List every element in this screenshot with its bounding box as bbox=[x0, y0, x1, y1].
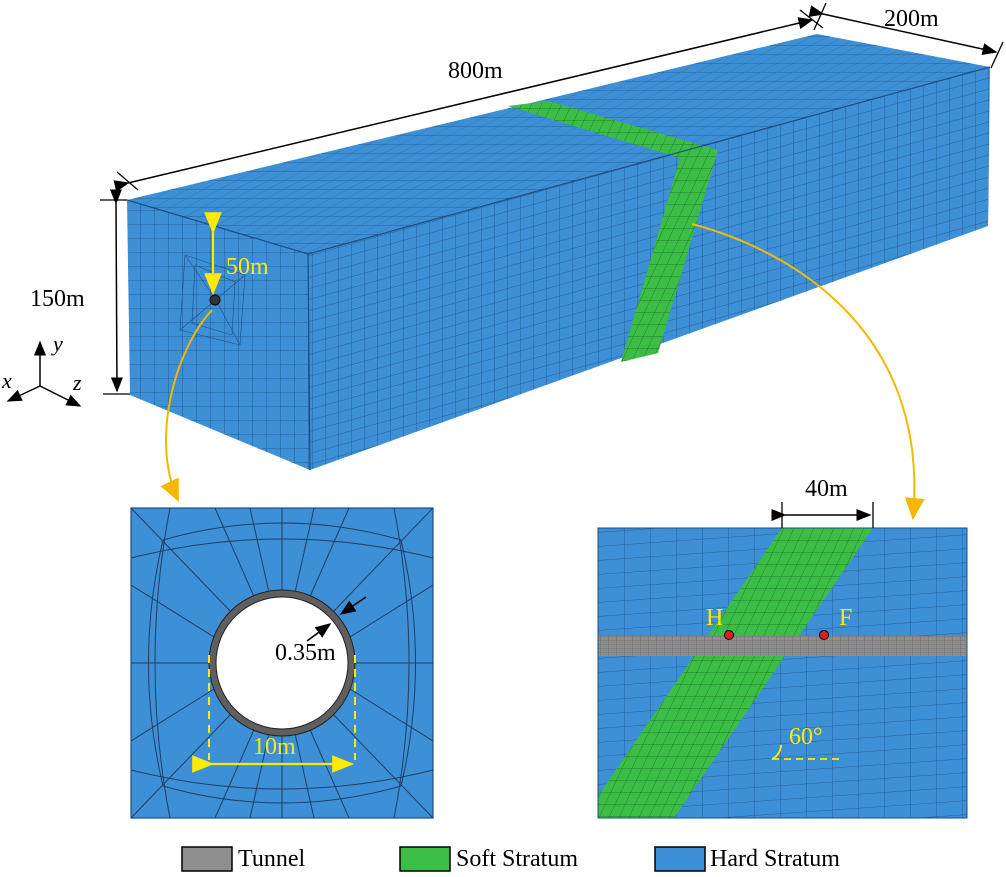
soft-width-label: 40m bbox=[805, 476, 848, 502]
leader-soft-zone bbox=[691, 223, 925, 520]
cross-section-detail: 10m 0.35m bbox=[130, 507, 434, 819]
point-h bbox=[724, 630, 734, 640]
legend-swatch-hard bbox=[654, 846, 706, 872]
dimension-150m: 150m bbox=[30, 189, 130, 395]
leader-cross-section bbox=[160, 309, 213, 502]
legend: Tunnel Soft Stratum Hard Stratum bbox=[181, 846, 840, 872]
dimension-200m: 200m bbox=[808, 2, 1004, 69]
legend-swatch-soft bbox=[399, 846, 451, 872]
longitudinal-detail: 40m H F 60° bbox=[597, 476, 968, 819]
depth-label: 50m bbox=[226, 254, 269, 280]
legend-swatch-tunnel bbox=[181, 846, 233, 872]
legend-item-soft-stratum: Soft Stratum bbox=[399, 846, 578, 872]
width-label: 200m bbox=[884, 6, 939, 32]
legend-label-hard: Hard Stratum bbox=[710, 846, 840, 872]
point-h-label: H bbox=[706, 605, 723, 631]
diameter-label: 10m bbox=[253, 734, 296, 760]
legend-item-tunnel: Tunnel bbox=[181, 846, 305, 872]
length-label: 800m bbox=[448, 58, 503, 84]
point-f-label: F bbox=[839, 605, 852, 631]
axis-y-label: y bbox=[51, 331, 63, 356]
angle-label: 60° bbox=[789, 724, 823, 750]
axis-x-label: x bbox=[1, 368, 12, 393]
dimension-50m: 50m bbox=[204, 212, 269, 296]
axis-triad: y x z bbox=[1, 331, 82, 407]
legend-item-hard-stratum: Hard Stratum bbox=[654, 846, 840, 872]
height-label: 150m bbox=[30, 286, 85, 312]
axis-z-label: z bbox=[72, 370, 82, 395]
legend-label-tunnel: Tunnel bbox=[238, 846, 305, 872]
lining-thickness-label: 0.35m bbox=[275, 640, 336, 666]
legend-label-soft: Soft Stratum bbox=[456, 846, 578, 872]
point-f bbox=[819, 630, 829, 640]
model-block bbox=[126, 34, 991, 471]
